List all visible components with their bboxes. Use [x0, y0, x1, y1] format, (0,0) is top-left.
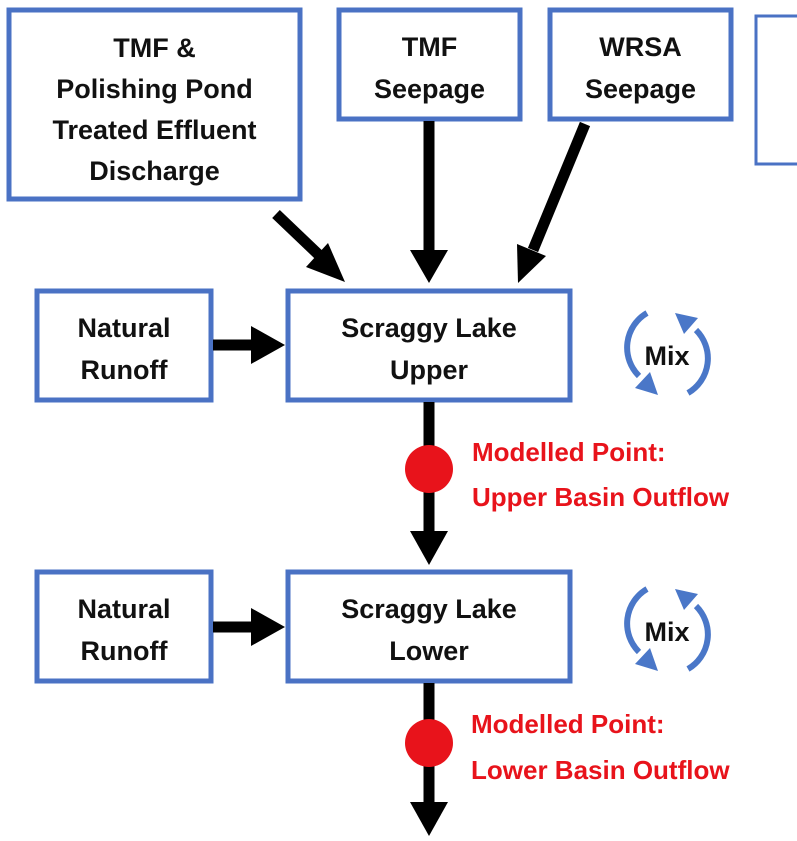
mix-label-lower: Mix	[644, 617, 689, 647]
natural-runoff-upper-line-2: Runoff	[81, 355, 169, 385]
wrsa-seepage-box: WRSA Seepage	[547, 7, 734, 122]
arrow-wrsa-seepage-to-upper	[517, 121, 591, 283]
natural-runoff-upper-box: Natural Runoff	[34, 288, 214, 403]
tmf-discharge-line-3: Treated Effluent	[52, 115, 256, 145]
scraggy-lake-lower-line-1: Scraggy Lake	[341, 594, 517, 624]
tmf-seepage-box: TMF Seepage	[336, 7, 523, 122]
scraggy-lake-lower-line-2: Lower	[389, 636, 469, 666]
lower-modelled-point-location: Lower Basin Outflow	[471, 755, 730, 785]
mix-cycle-icon-upper: Mix	[624, 310, 711, 396]
upper-modelled-point-label: Modelled Point:	[472, 437, 666, 467]
partial-box-edge	[754, 14, 797, 166]
wrsa-seepage-line-2: Seepage	[585, 74, 696, 104]
arrow-tmf-discharge-to-upper	[272, 210, 345, 282]
tmf-seepage-line-1: TMF	[402, 32, 457, 62]
scraggy-lake-lower-box: Scraggy Lake Lower	[285, 569, 573, 684]
lower-modelled-point-label: Modelled Point:	[471, 709, 665, 739]
natural-runoff-lower-line-1: Natural	[77, 594, 170, 624]
tmf-discharge-line-4: Discharge	[89, 156, 220, 186]
tmf-discharge-line-2: Polishing Pond	[56, 74, 253, 104]
mix-cycle-icon-lower: Mix	[624, 586, 711, 672]
arrow-tmf-seepage-to-upper	[410, 121, 448, 283]
natural-runoff-lower-line-2: Runoff	[81, 636, 169, 666]
upper-modelled-point-marker	[405, 445, 453, 493]
tmf-discharge-box: TMF & Polishing Pond Treated Effluent Di…	[6, 7, 303, 202]
arrow-runoff-to-lower	[213, 608, 285, 646]
mix-label-upper: Mix	[644, 341, 689, 371]
wrsa-seepage-line-1: WRSA	[599, 32, 682, 62]
scraggy-lake-upper-line-2: Upper	[390, 355, 469, 385]
arrow-runoff-to-upper	[213, 326, 285, 364]
natural-runoff-upper-line-1: Natural	[77, 313, 170, 343]
tmf-seepage-line-2: Seepage	[374, 74, 485, 104]
lower-modelled-point-marker	[405, 719, 453, 767]
tmf-discharge-line-1: TMF &	[113, 33, 195, 63]
scraggy-lake-upper-line-1: Scraggy Lake	[341, 313, 517, 343]
scraggy-lake-upper-box: Scraggy Lake Upper	[285, 288, 573, 403]
natural-runoff-lower-box: Natural Runoff	[34, 569, 214, 684]
upper-modelled-point-location: Upper Basin Outflow	[472, 482, 730, 512]
